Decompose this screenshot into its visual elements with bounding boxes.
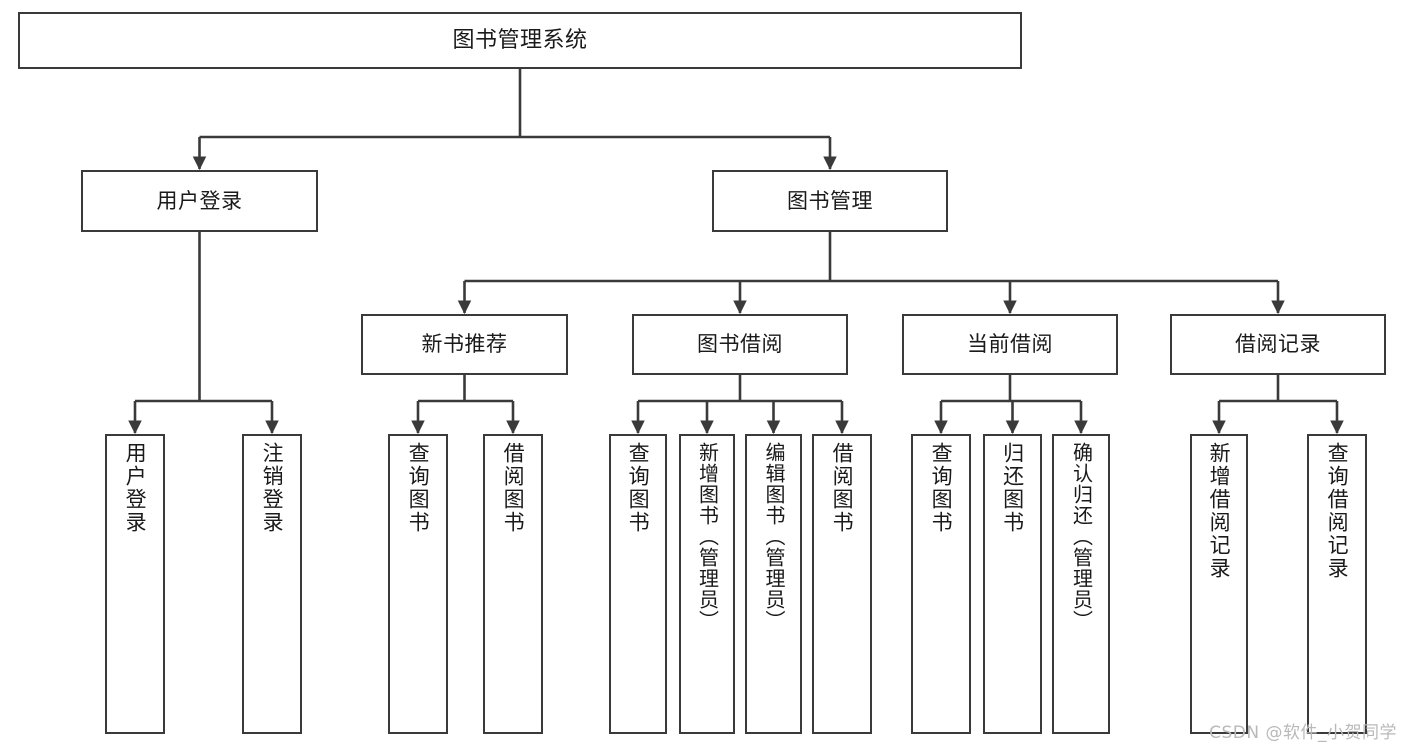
node-label: 用户登录 (156, 188, 243, 213)
node-new-book-rec[interactable]: 新书推荐 (361, 314, 568, 375)
node-label: 编辑图书（管理员） (762, 442, 786, 631)
node-label: 借阅图书 (830, 442, 855, 534)
node-label: 查询图书 (406, 442, 431, 534)
node-leaf-user-logout[interactable]: 注销登录 (242, 434, 302, 734)
node-label: 确认归还（管理员） (1069, 442, 1094, 631)
node-label: 图书管理 (787, 188, 873, 213)
node-label: 借阅图书 (501, 442, 526, 534)
node-leaf-borrow-do[interactable]: 借阅图书 (812, 434, 872, 734)
node-label: 查询借阅记录 (1325, 442, 1350, 580)
node-label: 图书借阅 (697, 332, 783, 357)
node-label: 图书管理系统 (452, 27, 588, 53)
node-leaf-cur-return[interactable]: 归还图书 (983, 434, 1042, 734)
node-leaf-user-login[interactable]: 用户登录 (105, 434, 165, 734)
node-leaf-cur-confirm[interactable]: 确认归还（管理员） (1052, 434, 1110, 734)
node-leaf-rec-add[interactable]: 新增借阅记录 (1190, 434, 1248, 734)
node-label: 当前借阅 (967, 332, 1053, 357)
node-user-login[interactable]: 用户登录 (81, 170, 318, 232)
node-leaf-borrow-add[interactable]: 新增图书（管理员） (679, 434, 735, 734)
node-leaf-rec-query[interactable]: 查询图书 (388, 434, 448, 734)
watermark-text: CSDN @软件_小贺同学 (1209, 723, 1397, 743)
node-label: 查询图书 (626, 442, 651, 534)
node-leaf-rec-borrow[interactable]: 借阅图书 (483, 434, 543, 734)
node-label: 用户登录 (123, 442, 148, 534)
node-label: 借阅记录 (1235, 332, 1321, 357)
node-book-manage[interactable]: 图书管理 (712, 170, 948, 232)
node-book-borrow[interactable]: 图书借阅 (632, 314, 848, 375)
node-leaf-rec-query2[interactable]: 查询借阅记录 (1307, 434, 1367, 734)
node-current-borrow[interactable]: 当前借阅 (902, 314, 1118, 375)
node-label: 新书推荐 (421, 332, 508, 357)
node-borrow-record[interactable]: 借阅记录 (1170, 314, 1386, 375)
node-label: 查询图书 (929, 442, 954, 534)
node-label: 注销登录 (260, 442, 285, 534)
node-leaf-cur-query[interactable]: 查询图书 (911, 434, 971, 734)
node-label: 新增图书（管理员） (695, 442, 720, 631)
node-leaf-borrow-edit[interactable]: 编辑图书（管理员） (745, 434, 802, 734)
node-leaf-borrow-query[interactable]: 查询图书 (609, 434, 667, 734)
node-label: 归还图书 (1000, 442, 1025, 534)
node-root[interactable]: 图书管理系统 (18, 12, 1022, 69)
node-label: 新增借阅记录 (1207, 442, 1232, 580)
